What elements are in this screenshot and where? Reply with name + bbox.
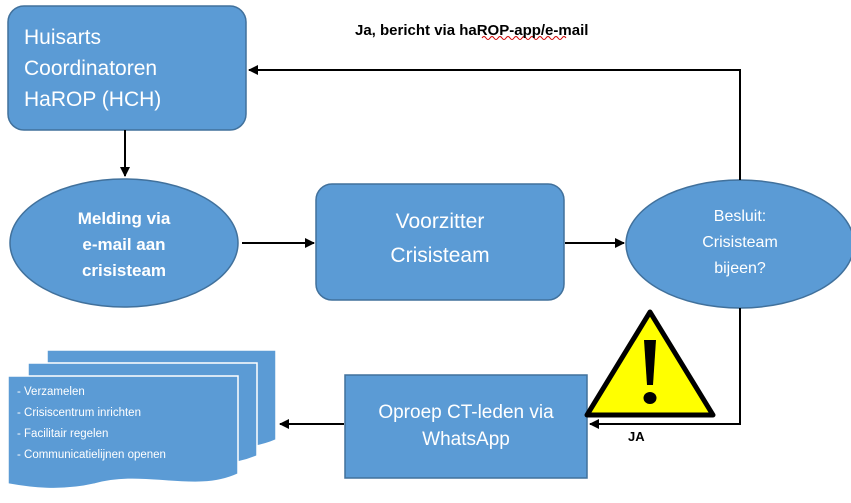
arrow-besluit-to-hch bbox=[248, 65, 741, 180]
document-stack bbox=[7, 349, 277, 490]
warning-triangle-icon bbox=[584, 309, 716, 418]
edge-label-top: Ja, bericht via haROP-app/e-mail bbox=[355, 22, 589, 39]
edge-label-ja: JA bbox=[628, 429, 645, 444]
melding-line-2: e-mail aan bbox=[82, 235, 166, 254]
voorzitter-box bbox=[315, 183, 565, 301]
melding-line-1: Melding via bbox=[77, 209, 171, 228]
melding-line-3: crisisteam bbox=[81, 261, 167, 280]
besluit-line-3: bijeen? bbox=[714, 260, 766, 277]
hch-line-1: Huisarts bbox=[24, 26, 102, 49]
hch-line-2: Coordinatoren bbox=[24, 57, 158, 80]
docs-list: - Verzamelen - Crisiscentrum inrichten -… bbox=[17, 382, 239, 466]
besluit-label: Besluit: Crisisteam bijeen? bbox=[660, 204, 820, 282]
hch-box bbox=[7, 5, 247, 131]
melding-ellipse bbox=[9, 178, 239, 308]
voorzitter-line-1: Voorzitter bbox=[395, 210, 485, 233]
oproep-line-1: Oproep CT-leden via bbox=[378, 402, 554, 423]
docs-item: - Crisiscentrum inrichten bbox=[17, 407, 141, 419]
besluit-line-1: Besluit: bbox=[713, 208, 767, 225]
voorzitter-label: Voorzitter Crisisteam bbox=[316, 205, 564, 273]
besluit-line-2: Crisisteam bbox=[702, 234, 778, 251]
melding-label: Melding via e-mail aan crisisteam bbox=[30, 206, 218, 284]
oproep-label: Oproep CT-leden via WhatsApp bbox=[345, 399, 587, 453]
document-front bbox=[7, 375, 239, 490]
hch-label: Huisarts Coordinatoren HaROP (HCH) bbox=[24, 22, 239, 115]
spellcheck-underline bbox=[481, 36, 567, 40]
hch-line-3: HaROP (HCH) bbox=[24, 88, 162, 111]
docs-item: - Facilitair regelen bbox=[17, 428, 109, 440]
arrow-besluit-to-oproep bbox=[589, 308, 741, 429]
oproep-line-2: WhatsApp bbox=[422, 429, 510, 450]
docs-item: - Communicatielijnen openen bbox=[17, 449, 166, 461]
docs-item: - Verzamelen bbox=[17, 386, 85, 398]
voorzitter-line-2: Crisisteam bbox=[390, 244, 490, 267]
oproep-box bbox=[344, 374, 588, 479]
